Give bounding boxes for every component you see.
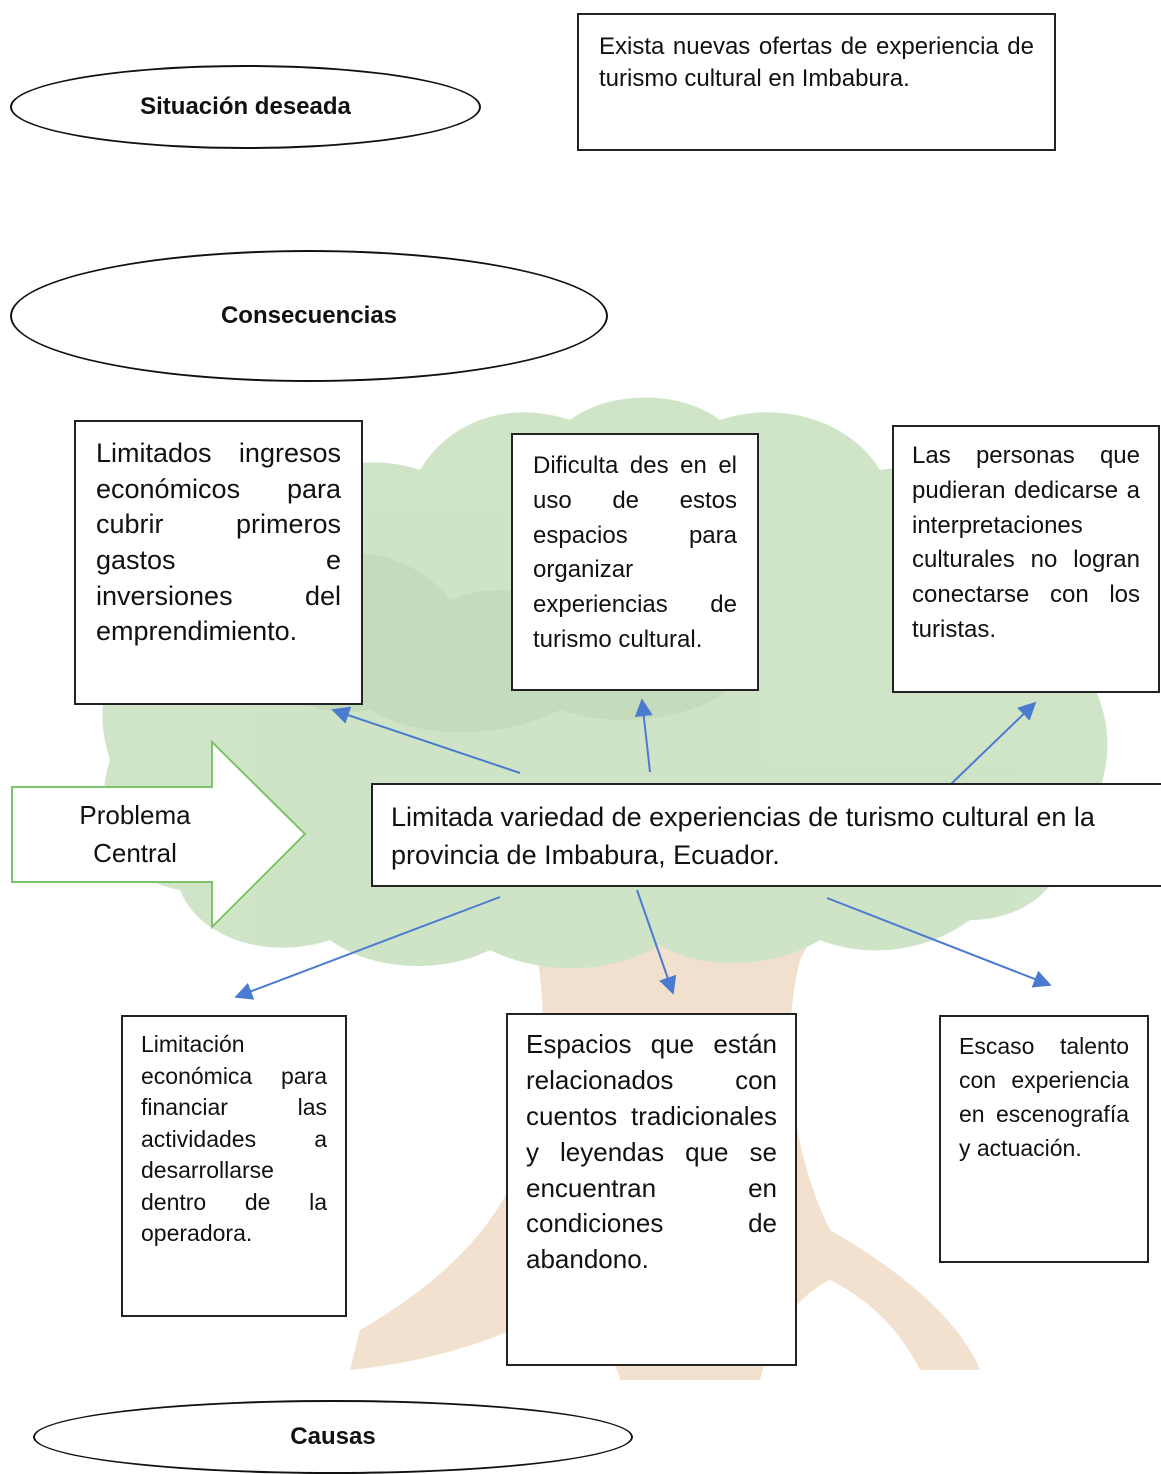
problem-central-arrow [11, 739, 307, 930]
consequences-ellipse: Consecuencias [10, 250, 608, 382]
arrow-to-cause-1 [234, 896, 501, 1000]
causes-label: Causas [290, 1423, 376, 1450]
consequences-label: Consecuencias [220, 302, 398, 329]
cause-text-3: Escaso talento con experiencia en esceno… [959, 1033, 1129, 1162]
problem-central-line-2: Central [93, 837, 177, 868]
problem-central-label: Problema Central [40, 797, 230, 872]
arrow-to-cause-2 [636, 889, 677, 995]
cause-text-1: Limitación económica para financiar las … [141, 1031, 327, 1246]
consequence-text-3: Las personas que pudieran dedicarse a in… [912, 442, 1140, 643]
desired-situation-ellipse: Situación deseada [10, 65, 481, 149]
desired-situation-label: Situación deseada [140, 93, 351, 120]
consequence-box-3: Las personas que pudieran dedicarse a in… [892, 425, 1160, 693]
causes-ellipse: Causas [33, 1400, 633, 1474]
problem-central-line-1: Problema [79, 800, 191, 830]
cause-box-2: Espacios que están relacionados con cuen… [506, 1013, 797, 1366]
consequence-box-1: Limitados ingresos económicos para cubri… [74, 420, 363, 705]
consequence-text-2: Dificulta des en el uso de estos espacio… [533, 452, 737, 653]
central-problem-text: Limitada variedad de experiencias de tur… [391, 802, 1095, 870]
desired-situation-text: Exista nuevas ofertas de experiencia de … [599, 33, 1034, 92]
cause-box-3: Escaso talento con experiencia en esceno… [939, 1015, 1149, 1263]
consequence-text-1: Limitados ingresos económicos para cubri… [96, 438, 341, 647]
cause-text-2: Espacios que están relacionados con cuen… [526, 1029, 777, 1275]
desired-situation-box: Exista nuevas ofertas de experiencia de … [577, 13, 1056, 151]
central-problem-box: Limitada variedad de experiencias de tur… [371, 783, 1161, 887]
consequence-box-2: Dificulta des en el uso de estos espacio… [511, 433, 759, 691]
arrow-to-cause-3 [826, 897, 1052, 988]
cause-box-1: Limitación económica para financiar las … [121, 1015, 347, 1317]
arrow-to-consequence-3 [949, 701, 1037, 786]
arrow-to-consequence-1 [331, 706, 521, 774]
arrow-to-consequence-2 [634, 698, 653, 773]
